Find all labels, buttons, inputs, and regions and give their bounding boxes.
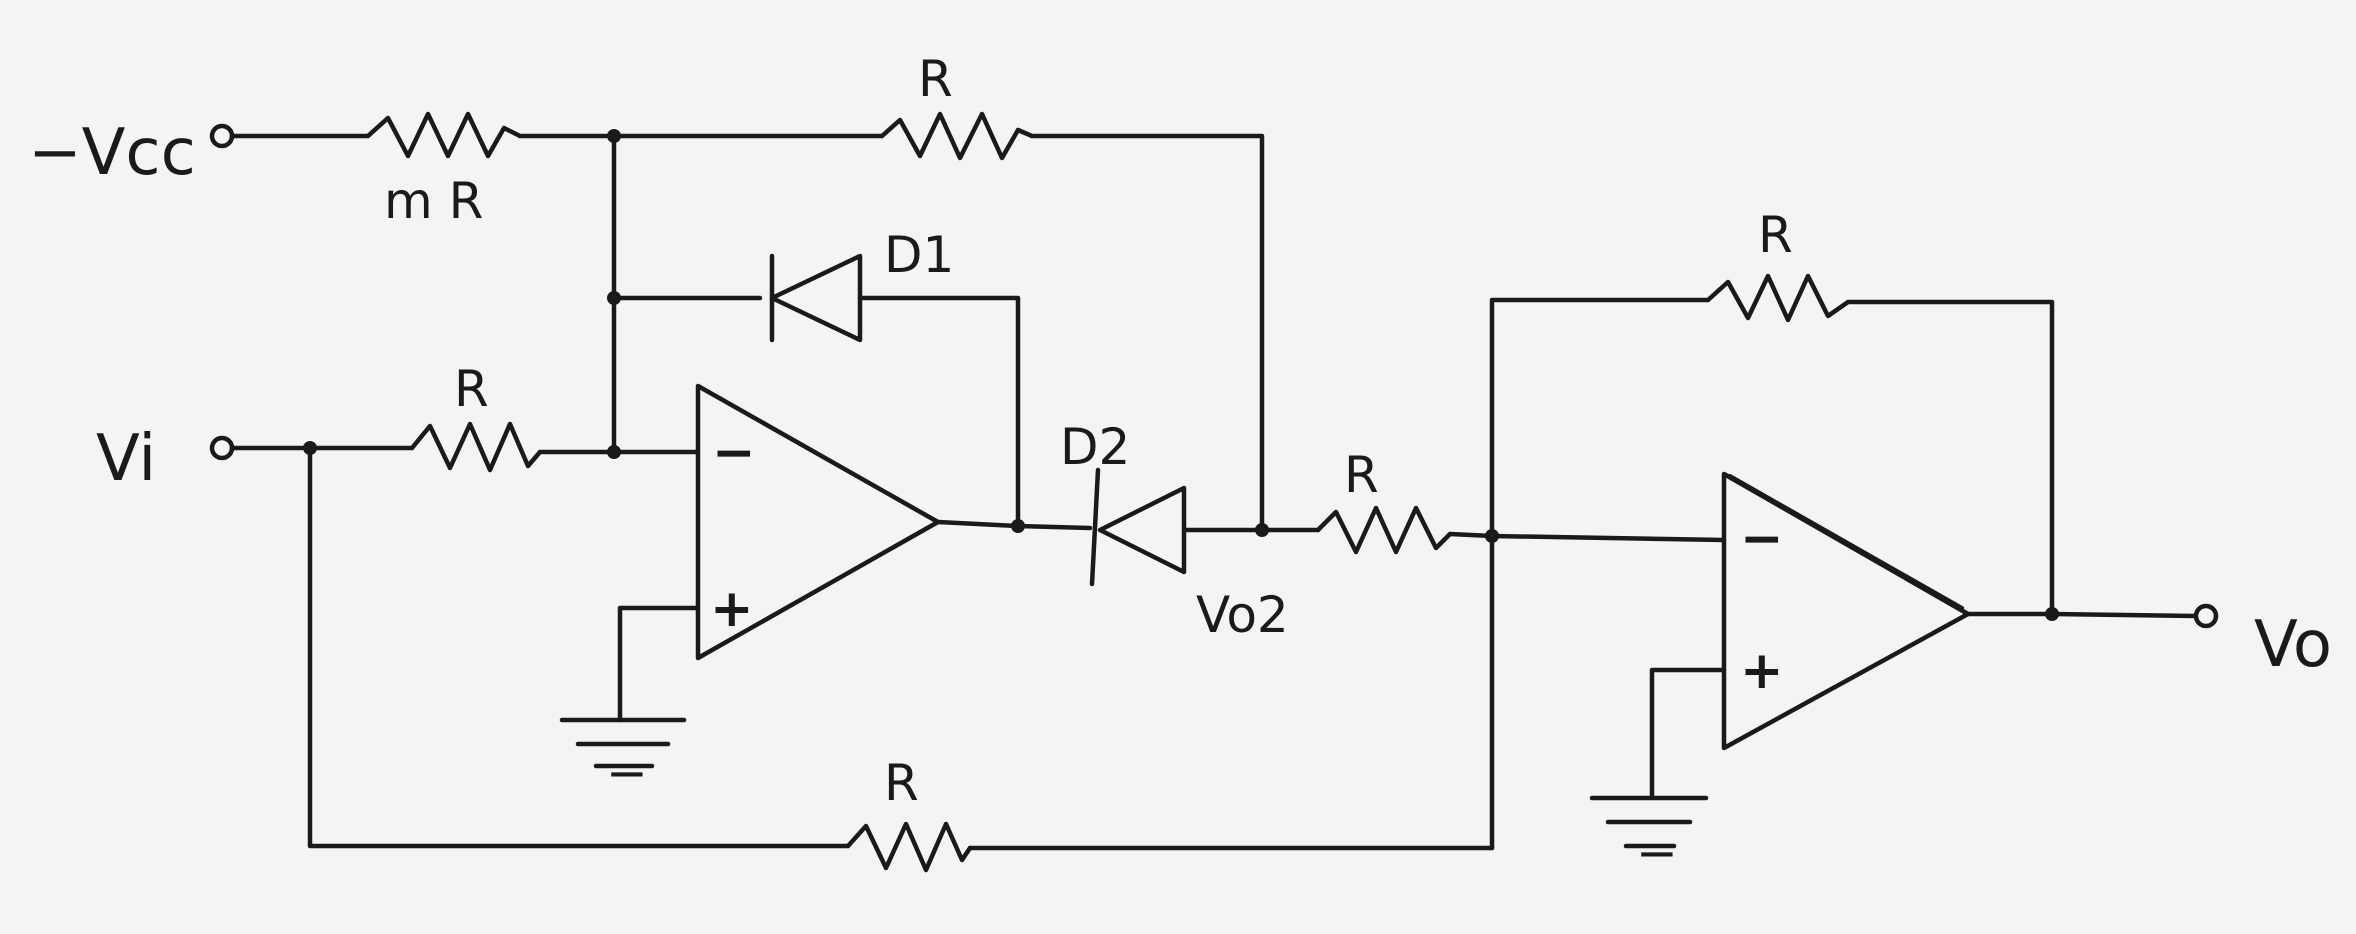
label-diode-d2: D2: [1060, 418, 1130, 476]
ground-2-mark: −: [1636, 824, 1678, 882]
label-resistor-input: R: [454, 360, 489, 418]
label-neg-vcc: −Vcc: [28, 116, 196, 190]
label-resistor-mr: m R: [384, 172, 483, 230]
resistor-top: [879, 111, 1035, 161]
terminal-vi: [209, 435, 235, 461]
ground-symbol-2: [1589, 795, 1709, 849]
resistor-mr: [365, 111, 523, 159]
label-resistor-feedback-2: R: [1758, 206, 1793, 264]
opamp-2: [1721, 471, 1971, 751]
label-vi: Vi: [96, 422, 156, 496]
label-vo2: Vo2: [1196, 586, 1289, 644]
terminal-vo: [2193, 603, 2219, 629]
opamp-1: [695, 383, 941, 661]
label-resistor-top: R: [918, 50, 953, 108]
label-vo: Vo: [2254, 608, 2332, 682]
opamp-2-noninverting-sign: +: [1740, 641, 1784, 701]
diode-d1: [769, 253, 863, 343]
ground-symbol-1: [559, 717, 687, 769]
resistor-feedback-2: [1705, 273, 1851, 323]
ground-1-mark: −: [606, 744, 648, 802]
label-diode-d1: D1: [884, 226, 954, 284]
opamp-2-inverting-sign: −: [1740, 509, 1784, 569]
wires: [229, 133, 2199, 851]
opamp-1-noninverting-sign: +: [710, 579, 754, 639]
label-resistor-middle: R: [1344, 446, 1379, 504]
junction-nodes: [303, 129, 2059, 621]
terminal-neg-vcc: [209, 123, 235, 149]
resistor-bottom: [845, 821, 973, 873]
label-resistor-bottom: R: [884, 754, 919, 812]
diode-d2: [1089, 467, 1187, 587]
opamp-1-inverting-sign: −: [712, 423, 756, 483]
resistor-input: [409, 421, 543, 473]
resistor-middle: [1315, 505, 1453, 555]
